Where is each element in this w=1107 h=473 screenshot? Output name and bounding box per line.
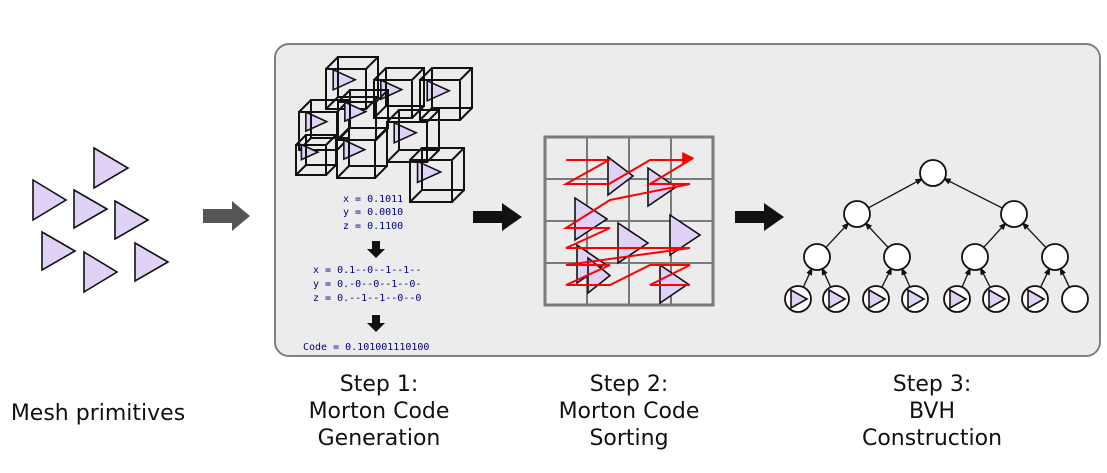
morton-code: Code = 0.101001110100 xyxy=(303,342,429,353)
tree-edge xyxy=(802,267,813,289)
bvh-internal-node xyxy=(843,200,871,228)
tree-edge xyxy=(979,267,992,289)
bvh-internal-node xyxy=(961,243,989,271)
black-down-arrow-icon xyxy=(367,241,385,258)
leaf-primitive xyxy=(790,288,809,310)
interleave-z: z = 0.--1--1--0--0 xyxy=(313,293,421,304)
triangle-primitive xyxy=(32,178,68,222)
triangle-primitive xyxy=(73,188,109,230)
tree-edge xyxy=(821,267,832,289)
tree-edge xyxy=(961,267,971,289)
coord-y: y = 0.0010 xyxy=(343,207,403,218)
leaf-primitive xyxy=(868,288,887,310)
bvh-internal-node xyxy=(1041,243,1069,271)
step2-caption-line2: Morton Code xyxy=(559,399,700,424)
sorting-grid xyxy=(543,135,715,307)
interleave-y: y = 0.-0--0--1--0- xyxy=(313,279,421,290)
triangle-primitive xyxy=(114,199,150,241)
step3-caption-line3: Construction xyxy=(862,426,1002,451)
bvh-internal-node xyxy=(1000,200,1028,228)
sorted-primitive xyxy=(669,213,702,257)
tree-edge xyxy=(943,177,1004,210)
black-right-arrow-icon xyxy=(735,203,784,231)
coord-z: z = 0.1100 xyxy=(343,221,403,232)
mesh-primitives xyxy=(32,146,170,294)
tree-edge xyxy=(1039,267,1051,289)
triangle-primitive xyxy=(41,230,77,272)
bounding-box-cube xyxy=(336,127,388,179)
tree-edge xyxy=(880,267,893,289)
step1-caption-line1: Step 1: xyxy=(340,372,419,397)
bounding-box-cube xyxy=(295,134,337,176)
process-panel xyxy=(274,43,1101,357)
sorted-primitive xyxy=(574,196,609,242)
black-right-arrow-icon xyxy=(473,203,522,231)
sorted-primitive xyxy=(617,221,650,265)
step3-caption-line1: Step 3: xyxy=(893,372,972,397)
interleave-block: x = 0.1--0--1--1-- y = 0.-0--0--1--0- z … xyxy=(313,265,421,304)
sorted-primitive xyxy=(607,155,635,197)
bounding-boxes xyxy=(295,56,473,203)
tree-edge xyxy=(1021,222,1048,249)
leaf-primitive xyxy=(988,288,1007,310)
step1-caption: Step 1: Morton Code Generation xyxy=(309,372,450,451)
coordinate-block: x = 0.1011 y = 0.0010 z = 0.1100 xyxy=(343,194,403,232)
bvh-tree xyxy=(784,159,1089,313)
step2-caption: Step 2: Morton Code Sorting xyxy=(559,372,700,451)
bvh-internal-node xyxy=(919,159,947,187)
step2-caption-line3: Sorting xyxy=(589,426,668,451)
interleave-x: x = 0.1--0--1--1-- xyxy=(313,265,421,276)
leaf-primitive xyxy=(949,288,968,310)
step3-caption: Step 3: BVH Construction xyxy=(862,372,1002,451)
coord-x: x = 0.1011 xyxy=(343,194,403,205)
gray-right-arrow-icon xyxy=(203,201,250,231)
leaf-primitive xyxy=(1027,288,1046,310)
tree-edge xyxy=(901,267,911,289)
z-order-curve xyxy=(562,159,694,286)
triangle-primitive xyxy=(83,250,119,294)
leaf-primitive xyxy=(828,288,847,310)
bvh-leaf-node xyxy=(1061,285,1089,313)
tree-edge xyxy=(1059,267,1071,289)
mesh-primitives-caption: Mesh primitives xyxy=(11,401,185,426)
bvh-internal-node xyxy=(883,243,911,271)
tree-edge xyxy=(864,222,890,249)
triangle-primitive xyxy=(93,146,130,190)
bounding-box-cube xyxy=(409,147,465,203)
step3-caption-line2: BVH xyxy=(909,399,955,424)
tree-edge xyxy=(982,222,1007,249)
tree-edge xyxy=(867,178,924,209)
triangle-primitive xyxy=(134,241,170,283)
step1-caption-line2: Morton Code xyxy=(309,399,450,424)
leaf-primitive xyxy=(907,288,926,310)
black-down-arrow-icon xyxy=(367,315,385,332)
step1-caption-line3: Generation xyxy=(318,426,441,451)
bounding-box-cube xyxy=(298,99,350,151)
step2-caption-line1: Step 2: xyxy=(590,372,669,397)
bvh-internal-node xyxy=(803,243,831,271)
tree-edge xyxy=(824,222,850,249)
